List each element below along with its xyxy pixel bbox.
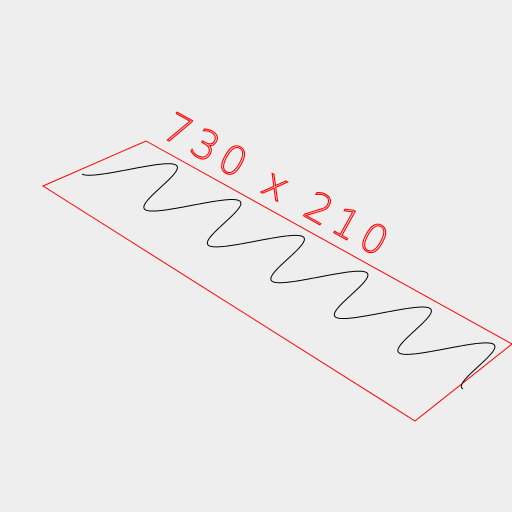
bounding-rectangle — [41, 140, 512, 422]
sine-wave-path — [81, 163, 496, 390]
